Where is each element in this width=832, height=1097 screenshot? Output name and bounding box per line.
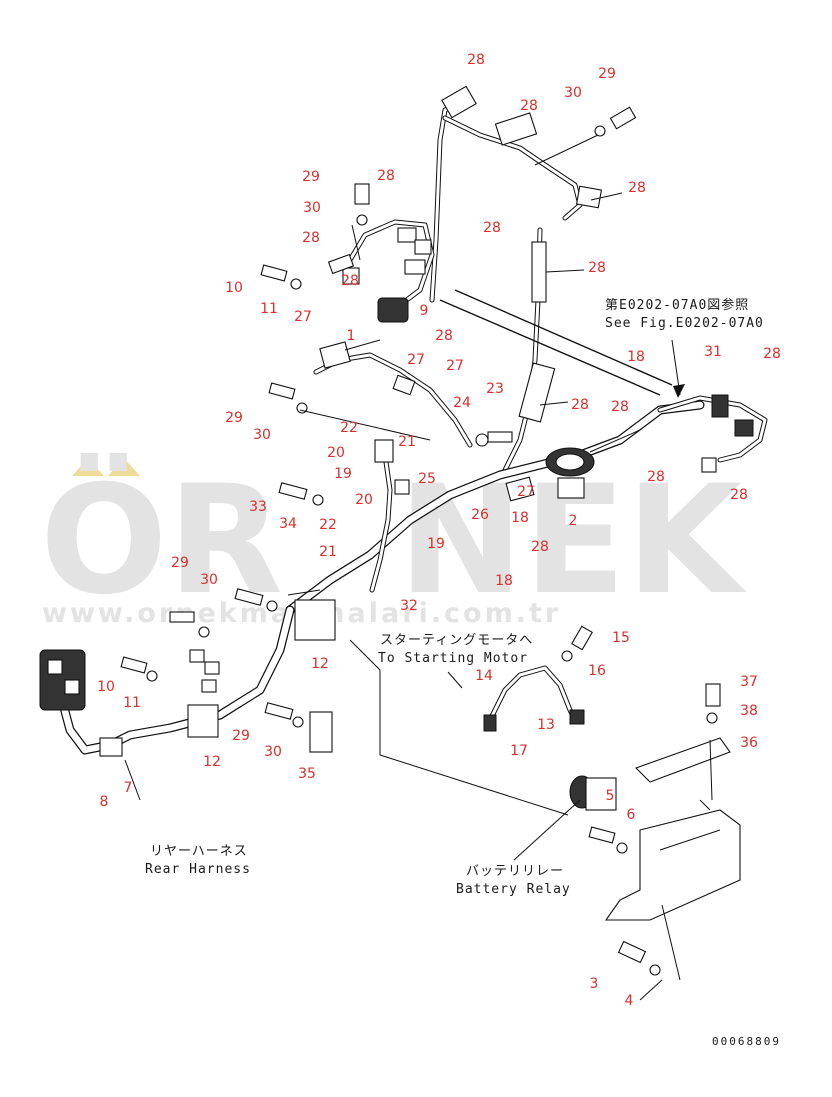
callout-6: 6 [627, 807, 636, 823]
callout-24: 24 [453, 395, 471, 411]
callout-18-c: 18 [495, 573, 513, 589]
callout-36: 36 [740, 735, 758, 751]
callout-4: 4 [625, 993, 634, 1009]
rear-harness-jp: リヤーハーネス [150, 844, 248, 859]
callout-27-b: 27 [407, 352, 425, 368]
callout-20-b: 20 [355, 492, 373, 508]
watermark-accent-right [108, 458, 140, 476]
plate-35 [309, 711, 333, 753]
callout-28-n: 28 [730, 487, 748, 503]
rear-harness-en: Rear Harness [145, 862, 251, 877]
callout-30-b: 30 [303, 200, 321, 216]
watermark: ÖR NEK www.ornekmakinalari.com.tr [40, 452, 747, 629]
callout-12-a: 12 [311, 656, 329, 672]
callout-28-e: 28 [483, 220, 501, 236]
callout-30-a: 30 [564, 85, 582, 101]
callout-2: 2 [569, 513, 578, 529]
callout-13: 13 [537, 717, 555, 733]
drawing-number: 00068809 [712, 1035, 781, 1048]
callout-29-a: 29 [598, 66, 616, 82]
callout-29-c: 29 [225, 410, 243, 426]
callout-28-a: 28 [467, 52, 485, 68]
linework [39, 85, 768, 1001]
callout-28-o: 28 [531, 539, 549, 555]
figure-ref-jp: 第E0202-07A0図参照 [605, 297, 749, 313]
callout-19-a: 19 [334, 466, 352, 482]
callout-30-c: 30 [253, 427, 271, 443]
callout-27-d: 27 [517, 484, 535, 500]
callout-22-b: 22 [319, 517, 337, 533]
callout-27-a: 27 [294, 309, 312, 325]
callout-11-b: 11 [123, 695, 141, 711]
callout-38: 38 [740, 703, 758, 719]
callout-28-j: 28 [763, 346, 781, 362]
callout-17: 17 [510, 743, 528, 759]
callout-10-b: 10 [97, 679, 115, 695]
callout-29-e: 29 [232, 728, 250, 744]
starting-motor-en: To Starting Motor [378, 651, 528, 666]
callout-28-f: 28 [302, 230, 320, 246]
callout-35: 35 [298, 766, 316, 782]
callout-31: 31 [704, 344, 722, 360]
callout-33: 33 [249, 499, 267, 515]
battery-relay-en: Battery Relay [456, 882, 571, 897]
callout-26: 26 [471, 507, 489, 523]
callout-30-d: 30 [200, 572, 218, 588]
callout-21-a: 21 [398, 434, 416, 450]
reference-labels: 第E0202-07A0図参照 See Fig.E0202-07A0 スターティン… [145, 297, 781, 1048]
callout-27-c: 27 [446, 358, 464, 374]
callout-29-d: 29 [171, 555, 189, 571]
callout-25: 25 [418, 471, 436, 487]
callout-32: 32 [400, 598, 418, 614]
callout-23: 23 [486, 381, 504, 397]
callout-3: 3 [590, 976, 599, 992]
callout-28-i: 28 [435, 328, 453, 344]
callout-28-h: 28 [588, 260, 606, 276]
callout-1: 1 [347, 328, 356, 344]
figure-ref-en: See Fig.E0202-07A0 [605, 316, 764, 331]
callout-7: 7 [124, 780, 133, 796]
battery-relay [569, 775, 617, 811]
callout-14: 14 [475, 668, 493, 684]
callout-37: 37 [740, 674, 758, 690]
callout-18-a: 18 [627, 349, 645, 365]
bracket-36 [634, 737, 731, 783]
callout-28-l: 28 [611, 399, 629, 415]
callout-18-b: 18 [511, 510, 529, 526]
callout-11-a: 11 [260, 301, 278, 317]
callout-28-b: 28 [520, 98, 538, 114]
callout-19-b: 19 [427, 536, 445, 552]
callout-10-a: 10 [225, 280, 243, 296]
callout-12-b: 12 [203, 754, 221, 770]
callout-9: 9 [420, 303, 429, 319]
starting-motor-jp: スターティングモータへ [380, 633, 533, 648]
bracket-5 [604, 809, 741, 921]
callout-28-c: 28 [377, 168, 395, 184]
callout-22-a: 22 [340, 420, 358, 436]
callout-5: 5 [606, 788, 615, 804]
callout-28-d: 28 [628, 180, 646, 196]
callout-21-b: 21 [319, 544, 337, 560]
callout-16: 16 [588, 663, 606, 679]
callout-28-g: 28 [341, 273, 359, 289]
battery-relay-jp: バッテリリレー [466, 864, 564, 879]
callout-34: 34 [279, 516, 297, 532]
callout-29-b: 29 [302, 169, 320, 185]
callout-15: 15 [612, 630, 630, 646]
watermark-accent-left [72, 458, 104, 476]
callout-28-m: 28 [647, 469, 665, 485]
callout-28-k: 28 [571, 397, 589, 413]
callout-20-a: 20 [327, 445, 345, 461]
callout-30-e: 30 [264, 744, 282, 760]
callout-8: 8 [100, 794, 109, 810]
